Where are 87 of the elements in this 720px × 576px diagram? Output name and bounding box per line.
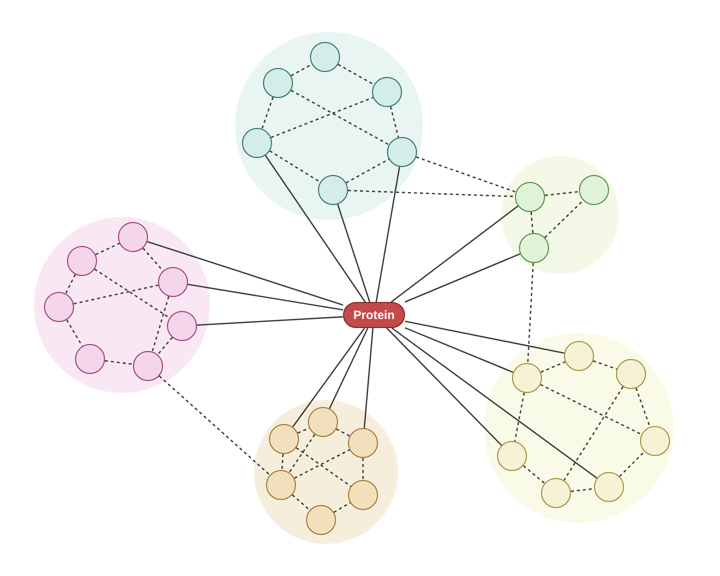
dashed-connector bbox=[346, 158, 390, 184]
dashed-connector bbox=[288, 434, 316, 473]
network-node bbox=[512, 363, 542, 393]
dashed-connector bbox=[619, 451, 645, 477]
network-node bbox=[75, 344, 105, 374]
dashed-connector bbox=[298, 427, 310, 434]
network-node bbox=[263, 68, 293, 98]
connector-line bbox=[196, 316, 344, 326]
dashed-connector bbox=[95, 242, 120, 256]
dashed-connector bbox=[540, 384, 642, 435]
network-node bbox=[269, 424, 299, 454]
dashed-connector bbox=[294, 449, 350, 479]
connector-line bbox=[391, 327, 598, 479]
dashed-connector bbox=[563, 386, 624, 481]
network-node bbox=[242, 128, 272, 158]
dashed-connector bbox=[514, 392, 525, 442]
network-node bbox=[167, 311, 197, 341]
connector-line bbox=[264, 155, 366, 302]
connector-line bbox=[390, 205, 518, 303]
network-node bbox=[44, 292, 74, 322]
dashed-connector bbox=[334, 502, 350, 513]
dashed-connector bbox=[544, 200, 584, 238]
dashed-connector bbox=[290, 64, 312, 76]
dashed-connector bbox=[269, 150, 321, 183]
network-node bbox=[519, 233, 549, 263]
dashed-connector bbox=[66, 320, 83, 346]
dashed-connector bbox=[530, 212, 534, 234]
dashed-connector bbox=[336, 428, 350, 437]
network-node bbox=[564, 341, 594, 371]
dashed-connector bbox=[290, 90, 390, 146]
dashed-connector bbox=[592, 360, 618, 370]
network-node bbox=[579, 175, 609, 205]
network-node bbox=[67, 246, 97, 276]
dashed-connector bbox=[296, 447, 352, 487]
connector-line bbox=[364, 328, 374, 428]
dashed-connector bbox=[142, 248, 164, 272]
connector-line bbox=[404, 327, 514, 373]
dashed-connector bbox=[544, 190, 580, 196]
dashed-connector bbox=[270, 96, 374, 138]
dashed-connector bbox=[362, 458, 364, 480]
dashed-connector bbox=[338, 64, 374, 86]
network-node bbox=[387, 137, 417, 167]
dashed-connector bbox=[281, 454, 284, 470]
network-node bbox=[266, 470, 296, 500]
dashed-connector bbox=[261, 96, 274, 130]
connector-line bbox=[404, 320, 564, 354]
dashed-connector bbox=[94, 268, 170, 318]
dashed-connector bbox=[635, 388, 651, 428]
network-node bbox=[348, 480, 378, 510]
connector-line bbox=[376, 166, 400, 302]
connector-line bbox=[292, 328, 366, 428]
connector-line bbox=[404, 253, 520, 303]
dashed-connector bbox=[540, 361, 566, 373]
network-node bbox=[158, 267, 188, 297]
network-node bbox=[497, 441, 527, 471]
network-node bbox=[308, 407, 338, 437]
network-node bbox=[640, 426, 670, 456]
dashed-connector bbox=[523, 465, 545, 484]
network-node bbox=[133, 351, 163, 381]
network-node bbox=[616, 359, 646, 389]
dashed-connector bbox=[527, 262, 534, 364]
dashed-connector bbox=[74, 284, 158, 304]
dashed-connector bbox=[152, 296, 170, 352]
dashed-connector bbox=[104, 360, 134, 365]
dashed-connector bbox=[65, 274, 76, 294]
dashed-connector bbox=[348, 190, 516, 198]
connector-line bbox=[147, 240, 344, 306]
network-node bbox=[310, 42, 340, 72]
dashed-connector bbox=[157, 336, 173, 356]
network-node bbox=[515, 182, 545, 212]
network-node bbox=[118, 222, 148, 252]
connector-line bbox=[337, 204, 370, 302]
network-node bbox=[372, 77, 402, 107]
connector-line bbox=[386, 328, 502, 446]
dashed-connector bbox=[416, 156, 516, 193]
network-node bbox=[541, 478, 571, 508]
connector-line bbox=[188, 284, 344, 311]
connector-line bbox=[328, 328, 368, 409]
network-node bbox=[306, 505, 336, 535]
network-node bbox=[594, 472, 624, 502]
dashed-connector bbox=[292, 494, 310, 511]
network-node bbox=[318, 175, 348, 205]
protein-node: Protein bbox=[343, 302, 405, 328]
dashed-connector bbox=[158, 376, 270, 476]
network-node bbox=[348, 428, 378, 458]
dashed-connector bbox=[390, 106, 400, 138]
dashed-connector bbox=[570, 488, 594, 492]
